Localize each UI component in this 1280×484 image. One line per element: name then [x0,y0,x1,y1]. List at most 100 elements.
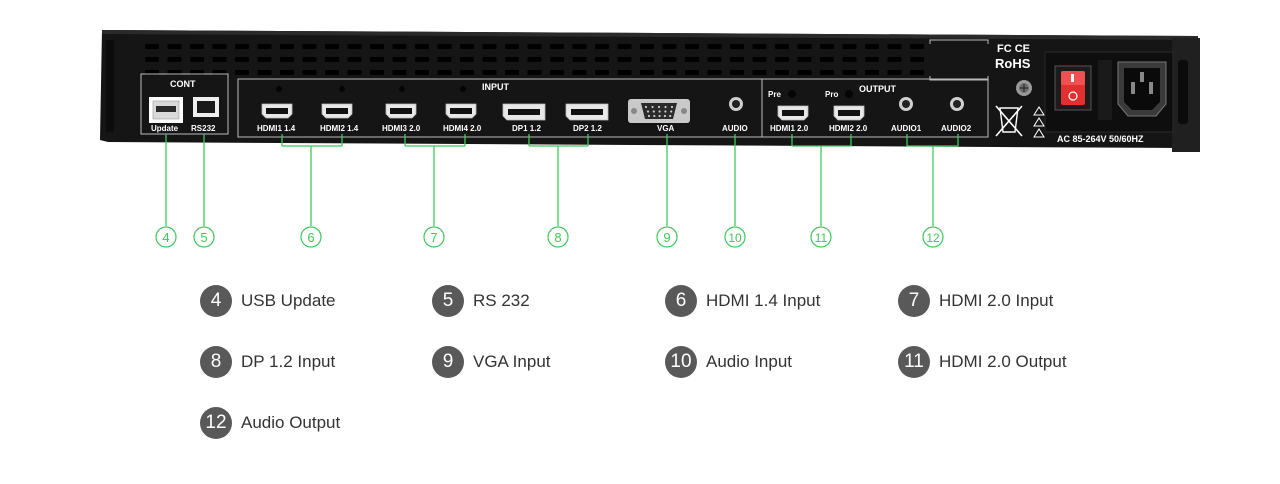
pro-label: Pro [825,90,838,99]
callout-leaders [165,134,959,226]
vent-slot [662,57,677,62]
dp2-port[interactable] [565,103,609,121]
vent-slot [325,44,339,49]
vent-slot [347,57,362,62]
vent-slot [235,44,249,49]
input-label: INPUT [482,82,510,92]
audio2-out-jack[interactable] [950,97,964,111]
vent-slot [482,44,497,49]
dp2-label: DP2 1.2 [573,124,602,133]
power-switch[interactable] [1054,65,1092,111]
vent-slot [392,44,407,49]
legend-text: Audio Input [706,352,793,371]
vent-slot [662,44,677,49]
callout-circle-9 [656,226,678,248]
vent-slot [505,70,519,75]
vent-slot [595,70,609,75]
callout-circle-8 [547,226,569,248]
callout-number-12: 12 [926,231,940,245]
rs232-label: RS232 [191,124,216,133]
vent-slot [527,70,542,75]
hdmi3-in-label: HDMI3 2.0 [382,124,421,133]
power-rating-label: AC 85-264V 50/60HZ [1057,134,1144,144]
vent-slot [797,44,812,49]
callout-circle-12 [922,226,944,248]
callout-number-9: 9 [663,230,670,245]
vent-slot [572,57,587,62]
vent-slot [145,57,159,62]
vent-slot [527,57,542,62]
vent-slot [370,44,384,49]
certification-marks: FC CE RoHS [929,39,1045,138]
callout-number-10: 10 [728,231,742,245]
hdmi4-in-port[interactable] [445,103,477,119]
port-labels: HDMI1 1.4 HDMI2 1.4 HDMI3 2.0 HDMI4 2.0 … [257,124,972,133]
vent-slot [550,57,564,62]
vent-slot [865,57,879,62]
callout-number-5: 5 [200,230,207,245]
legend-number-badge: 8 [200,346,232,378]
audio1-out-jack[interactable] [899,97,913,111]
hdmi1-out-port[interactable] [777,105,809,121]
hdmi1-in-port[interactable] [261,103,293,119]
legend-text: USB Update [241,291,336,310]
vent-slot [640,44,654,49]
vent-slot [640,57,654,62]
vent-slot [280,57,294,62]
vent-slot [707,44,722,49]
hdmi1-in-label: HDMI1 1.4 [257,124,296,133]
vent-slot [212,57,227,62]
hdmi4-in-label: HDMI4 2.0 [443,124,482,133]
hdmi2-in-label: HDMI2 1.4 [320,124,359,133]
audio2-label: AUDIO2 [941,124,972,133]
hdmi2-out-label: HDMI2 2.0 [829,124,868,133]
vent-slot [865,44,879,49]
hdmi1-out-label: HDMI1 2.0 [770,124,809,133]
callout-circle-11 [810,226,832,248]
vent-slot [550,44,564,49]
vent-slot [775,70,789,75]
vent-slot [707,70,722,75]
callout-number-6: 6 [307,230,314,245]
update-label: Update [151,124,179,133]
vent-slot [887,44,902,49]
vga-port[interactable] [628,99,690,123]
audio-in-jack[interactable] [729,97,743,111]
legend-number-badge: 11 [898,346,930,378]
vent-slot [685,44,699,49]
vent-slot [707,57,722,62]
vent-slot [167,57,182,62]
vent-slot [910,70,924,75]
legend-text: HDMI 1.4 Input [706,291,821,310]
vent-slot [595,44,609,49]
power-inlet[interactable] [1117,61,1167,117]
legend-text: DP 1.2 Input [241,352,336,371]
vent-slot [865,70,879,75]
legend-text: HDMI 2.0 Output [939,352,1067,371]
hdmi3-in-port[interactable] [385,103,417,119]
vent-slot [482,70,497,75]
hdmi2-in-port[interactable] [321,103,353,119]
warning-icons [1033,106,1045,138]
vent-slot [640,70,654,75]
audio-in-label: AUDIO [722,124,748,133]
vent-slot [797,57,812,62]
vent-slot [415,44,429,49]
callout-number-7: 7 [430,230,437,245]
cont-section: CONT Update RS232 [140,73,229,135]
vent-slot [190,44,204,49]
vent-slot [752,44,767,49]
vent-slot [617,57,632,62]
vent-slot [212,44,227,49]
vent-slot [437,70,452,75]
vent-slot [302,44,317,49]
vent-slot [617,44,632,49]
vent-slot [370,57,384,62]
dp1-port[interactable] [502,103,546,121]
hdmi2-out-port[interactable] [833,105,865,121]
